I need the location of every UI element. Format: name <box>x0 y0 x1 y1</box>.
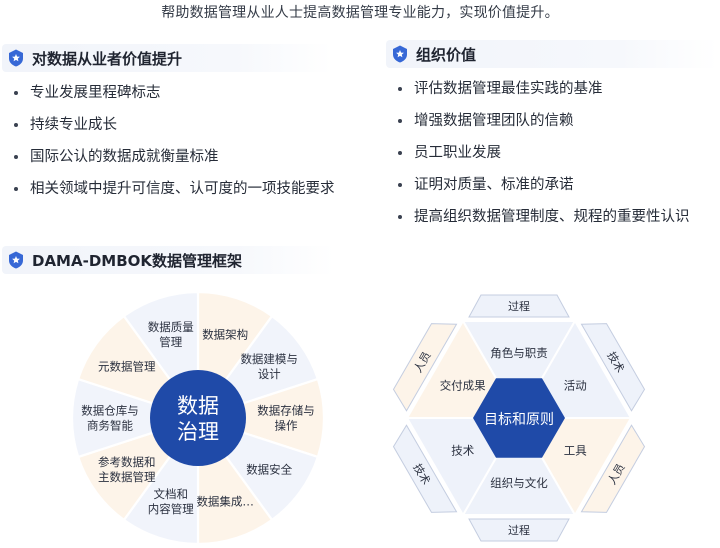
section-title-framework-text: DAMA-DMBOK数据管理框架 <box>32 251 243 270</box>
intro-text: 帮助数据管理从业人士提高数据管理专业能力，实现价值提升。 <box>161 5 559 21</box>
section-title-org-text: 组织价值 <box>416 45 477 64</box>
wheel-segment <box>70 377 202 459</box>
wheel-segment-label: 数据集成… <box>196 495 254 509</box>
wheel-segment-label: 元数据管理 <box>98 359 156 373</box>
list-item: 专业发展里程碑标志 <box>8 77 335 109</box>
hexagon-inner-label: 组织与文化 <box>490 476 548 490</box>
list-item: 证明对质量、标准的承诺 <box>392 169 690 201</box>
wheel-center <box>150 370 246 466</box>
hexagon-center <box>473 378 565 458</box>
list-item: 持续专业成长 <box>8 109 335 141</box>
wheel-segment-label: 管理 <box>159 335 182 349</box>
shield-star-icon <box>9 49 23 67</box>
hexagon-outer-band <box>392 323 458 412</box>
list-item: 国际公认的数据成就衡量标准 <box>8 141 335 173</box>
wheel-segment-label: 参考数据和 <box>98 455 155 469</box>
wheel-segment-label: 数据安全 <box>246 463 292 477</box>
hexagon-inner-label: 技术 <box>451 444 474 458</box>
section-title-individual: 对数据从业者价值提升 <box>2 44 332 72</box>
list-item: 相关领域中提升可信度、认可度的一项技能要求 <box>8 173 335 205</box>
hexagon-inner-label: 工具 <box>564 444 587 458</box>
hexagon-outer-label: 过程 <box>508 524 530 537</box>
wheel-segment-label: 数据建模与 <box>240 352 298 366</box>
hexagon-outer-band <box>468 518 570 542</box>
individual-value-list: 专业发展里程碑标志 持续专业成长 国际公认的数据成就衡量标准 相关领域中提升可信… <box>8 77 335 205</box>
hexagon-outer-band <box>580 424 646 513</box>
wheel-segment <box>194 377 326 459</box>
wheel-center-line: 治理 <box>177 420 219 444</box>
hexagon-inner-label: 角色与职责 <box>490 346 548 360</box>
shield-star-icon <box>9 251 23 269</box>
shield-star-icon <box>393 45 407 63</box>
list-item: 提高组织数据管理制度、规程的重要性认识 <box>392 201 690 233</box>
section-title-org: 组织价值 <box>386 40 718 68</box>
list-item: 评估数据管理最佳实践的基准 <box>392 73 690 105</box>
wheel-segment-label: 数据质量 <box>148 320 194 334</box>
section-title-framework: DAMA-DMBOK数据管理框架 <box>2 246 334 274</box>
list-item: 员工职业发展 <box>392 137 690 169</box>
hexagon-center-label: 目标和原则 <box>484 412 554 428</box>
wheel-segment-label: 操作 <box>275 419 298 433</box>
hexagon-outer-band <box>468 294 570 318</box>
wheel-segment-label: 设计 <box>258 367 281 381</box>
wheel-segment-label: 文档和 <box>154 487 189 501</box>
wheel-segment-label: 数据架构 <box>202 327 248 341</box>
wheel-segment-label: 内容管理 <box>148 502 194 516</box>
org-value-list: 评估数据管理最佳实践的基准 增强数据管理团队的信赖 员工职业发展 证明对质量、标… <box>392 73 690 233</box>
hexagon-outer-band <box>580 323 646 412</box>
list-item: 增强数据管理团队的信赖 <box>392 105 690 137</box>
hexagon-outer-band <box>392 424 458 513</box>
wheel-segment-label: 主数据管理 <box>98 470 156 484</box>
hexagon-inner-label: 活动 <box>564 379 587 393</box>
section-title-individual-text: 对数据从业者价值提升 <box>32 49 183 68</box>
hexagon-inner-label: 交付成果 <box>440 379 486 393</box>
wheel-segment-label: 商务智能 <box>87 419 133 433</box>
wheel-segment-label: 数据存储与 <box>257 404 315 418</box>
hexagon-outer-label: 过程 <box>508 300 530 313</box>
wheel-segment-label: 数据仓库与 <box>81 404 139 418</box>
wheel-center-line: 数据 <box>177 394 219 418</box>
